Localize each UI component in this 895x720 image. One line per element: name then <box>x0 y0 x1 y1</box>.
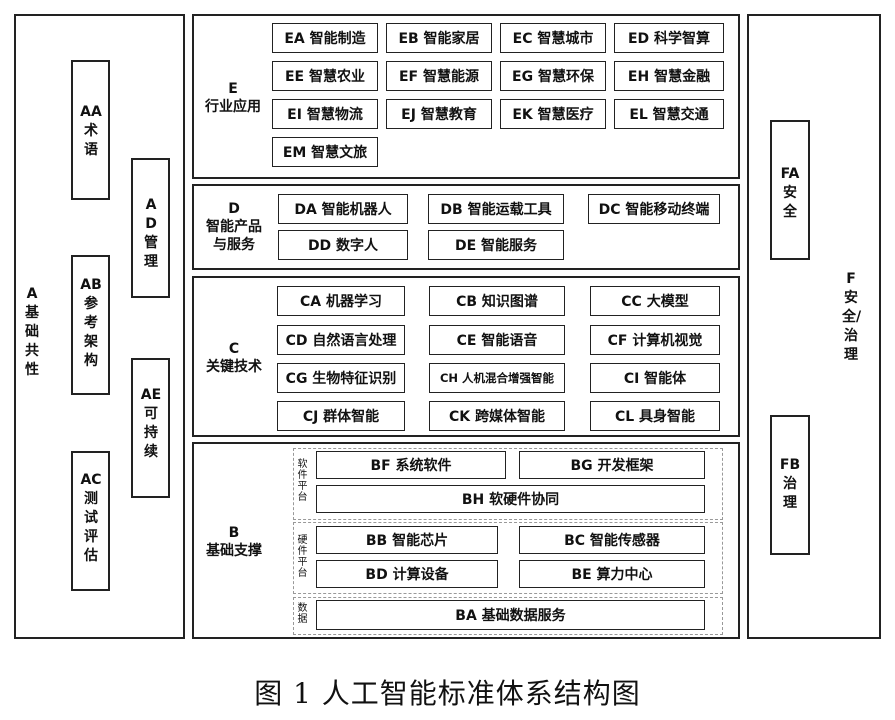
group-a-name: 基础共性 <box>25 305 39 378</box>
group-f <box>747 14 881 639</box>
hardware-platform-label: 硬件平台 <box>297 535 308 579</box>
node-cb: CB 知识图谱 <box>429 286 565 316</box>
group-e-label: E 行业应用 <box>205 81 261 115</box>
node-ad-label: AD 管理 <box>144 197 158 270</box>
node-bd: BD 计算设备 <box>316 560 498 588</box>
node-ea: EA 智能制造 <box>272 23 378 53</box>
node-db: DB 智能运载工具 <box>428 194 564 224</box>
node-ek: EK 智慧医疗 <box>500 99 606 129</box>
node-aa <box>71 60 110 200</box>
node-ca: CA 机器学习 <box>277 286 405 316</box>
node-cd: CD 自然语言处理 <box>277 325 405 355</box>
node-ed: ED 科学智算 <box>614 23 724 53</box>
node-de: DE 智能服务 <box>428 230 564 260</box>
node-fa-label: FA 安全 <box>780 166 800 220</box>
node-eb: EB 智能家居 <box>386 23 492 53</box>
node-eg: EG 智慧环保 <box>500 61 606 91</box>
node-bh: BH 软硬件协同 <box>316 485 705 513</box>
node-ab <box>71 255 110 395</box>
node-bc: BC 智能传感器 <box>519 526 705 554</box>
node-ci: CI 智能体 <box>590 363 720 393</box>
node-dd: DD 数字人 <box>278 230 408 260</box>
figure-caption: 图 1 人工智能标准体系结构图 <box>254 677 641 710</box>
group-c-label: C 关键技术 <box>206 341 262 375</box>
node-aa-label: AA 术语 <box>80 104 102 158</box>
group-b-label: B 基础支撑 <box>206 525 262 559</box>
node-bb: BB 智能芯片 <box>316 526 498 554</box>
node-ef: EF 智慧能源 <box>386 61 492 91</box>
group-f-label: F 安全/治理 <box>842 271 862 363</box>
node-bf: BF 系统软件 <box>316 451 506 479</box>
node-cf: CF 计算机视觉 <box>590 325 720 355</box>
node-ck: CK 跨媒体智能 <box>429 401 565 431</box>
group-a-code: A <box>26 286 38 302</box>
node-eh: EH 智慧金融 <box>614 61 724 91</box>
node-ce: CE 智能语音 <box>429 325 565 355</box>
node-ei: EI 智慧物流 <box>272 99 378 129</box>
node-ee: EE 智慧农业 <box>272 61 378 91</box>
node-cc: CC 大模型 <box>590 286 720 316</box>
data-label: 数据 <box>297 603 308 625</box>
node-fb-label: FB 治理 <box>779 457 801 511</box>
software-platform-frame <box>293 448 723 520</box>
software-platform-label: 软件平台 <box>297 459 308 503</box>
node-da: DA 智能机器人 <box>278 194 408 224</box>
data-frame <box>293 597 723 635</box>
node-bg: BG 开发框架 <box>519 451 705 479</box>
node-ae <box>131 358 170 498</box>
node-dc: DC 智能移动终端 <box>588 194 720 224</box>
node-ba: BA 基础数据服务 <box>316 600 705 630</box>
node-el: EL 智慧交通 <box>614 99 724 129</box>
node-cl: CL 具身智能 <box>590 401 720 431</box>
node-ch: CH 人机混合增强智能 <box>429 363 565 393</box>
group-a-label: A 基础共性 <box>22 285 42 380</box>
node-ac <box>71 451 110 591</box>
node-ae-label: AE 可持续 <box>140 387 162 460</box>
node-fa <box>770 120 810 260</box>
hardware-platform-frame <box>293 522 723 594</box>
node-ec: EC 智慧城市 <box>500 23 606 53</box>
node-ac-label: AC 测试评估 <box>80 472 102 564</box>
group-d-label: D 智能产品 与服务 <box>206 201 262 253</box>
node-cj: CJ 群体智能 <box>277 401 405 431</box>
node-ej: EJ 智慧教育 <box>386 99 492 129</box>
node-cg: CG 生物特征识别 <box>277 363 405 393</box>
node-be: BE 算力中心 <box>519 560 705 588</box>
node-fb <box>770 415 810 555</box>
node-ab-label: AB 参考架构 <box>80 277 102 369</box>
node-em: EM 智慧文旅 <box>272 137 378 167</box>
node-ad <box>131 158 170 298</box>
